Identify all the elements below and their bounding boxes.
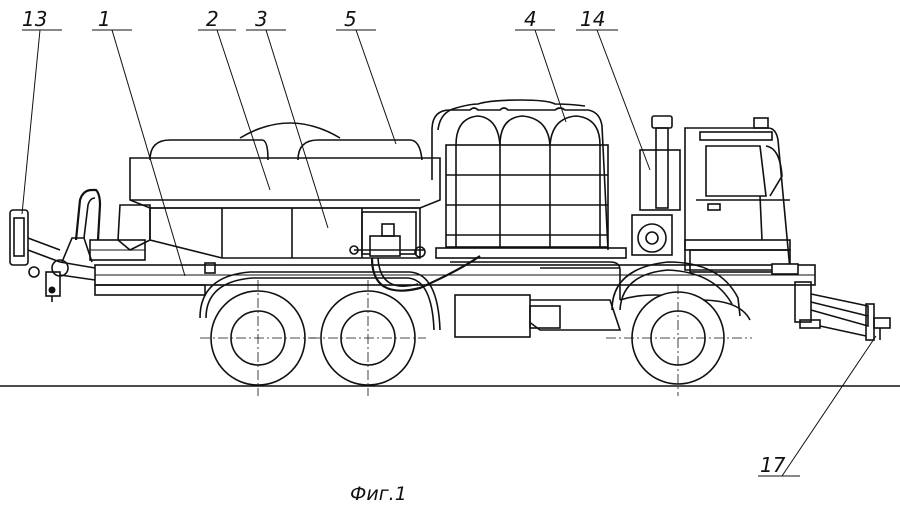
callout-5: 5 (344, 7, 357, 31)
callout-3: 3 (255, 7, 268, 31)
figure-caption: Фиг.1 (350, 483, 407, 505)
valve-unit (369, 235, 401, 257)
callout-leaders (21, 29, 877, 477)
hopper-body (117, 122, 441, 259)
exhaust-stack (631, 115, 681, 256)
callout-1: 1 (98, 7, 111, 31)
fuel-tank (454, 294, 531, 338)
liquid-tank (431, 99, 627, 259)
front-wheel (606, 284, 752, 396)
callout-17: 17 (760, 453, 786, 477)
rear-wheel-1 (200, 280, 316, 396)
cab (684, 117, 799, 275)
callout-14: 14 (580, 7, 605, 31)
callout-13: 13 (22, 7, 47, 31)
rear-wheel-2 (310, 280, 426, 396)
callout-2: 2 (206, 7, 219, 31)
front-attachment (794, 281, 891, 341)
rear-wheel-arch (199, 271, 441, 331)
front-wheel-arch (611, 261, 741, 317)
callout-4: 4 (524, 7, 537, 31)
